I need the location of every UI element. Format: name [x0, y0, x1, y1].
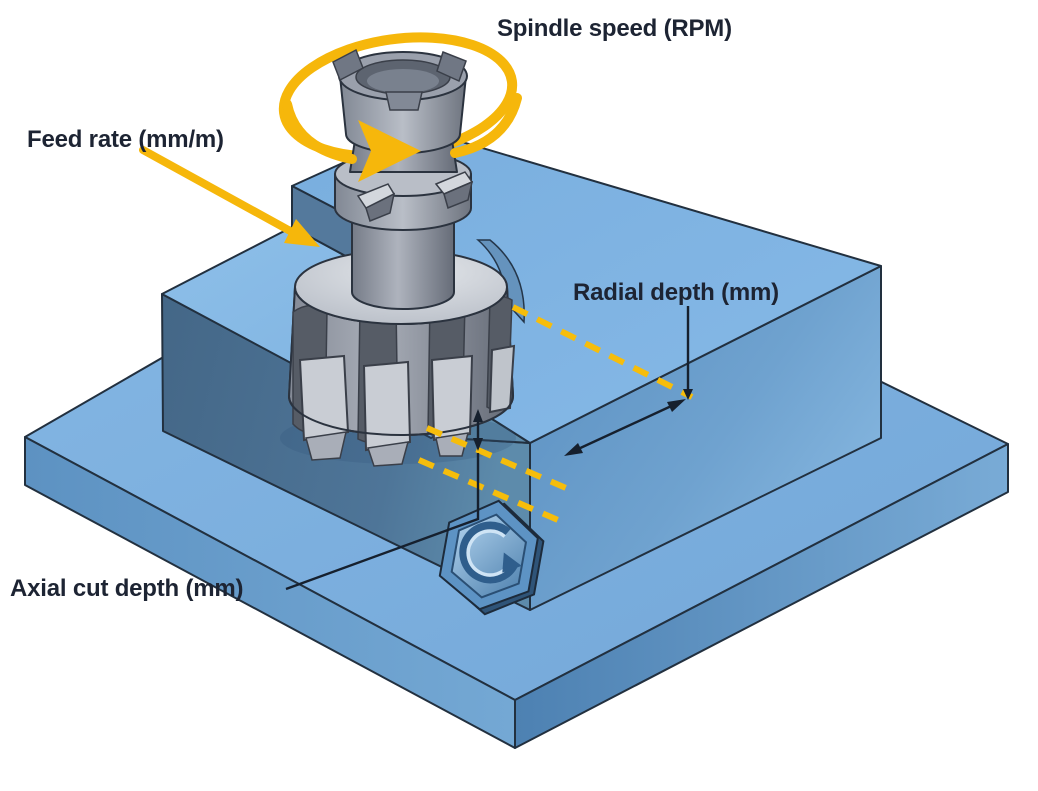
tool-shank	[351, 214, 455, 310]
spindle-speed-label: Spindle speed (RPM)	[497, 15, 732, 42]
axial-cut-depth-label: Axial cut depth (mm)	[10, 575, 243, 602]
face-mill-tool	[287, 48, 516, 467]
cut-boundary-dashed-lines	[417, 304, 694, 523]
spindle-rotation-arrow-front	[282, 93, 522, 182]
axial-depth-dimension	[285, 409, 483, 591]
radial-depth-dimension	[564, 306, 693, 456]
hexagon-spiral-logo-icon	[438, 499, 545, 616]
feed-direction-arrow-icon	[139, 146, 320, 247]
rotation-arrowhead-icon	[358, 120, 421, 182]
tool-holder	[332, 48, 474, 231]
radial-depth-label: Radial depth (mm)	[573, 279, 779, 306]
face-mill-cutter	[287, 249, 516, 467]
feed-rate-label: Feed rate (mm/m)	[27, 126, 224, 153]
